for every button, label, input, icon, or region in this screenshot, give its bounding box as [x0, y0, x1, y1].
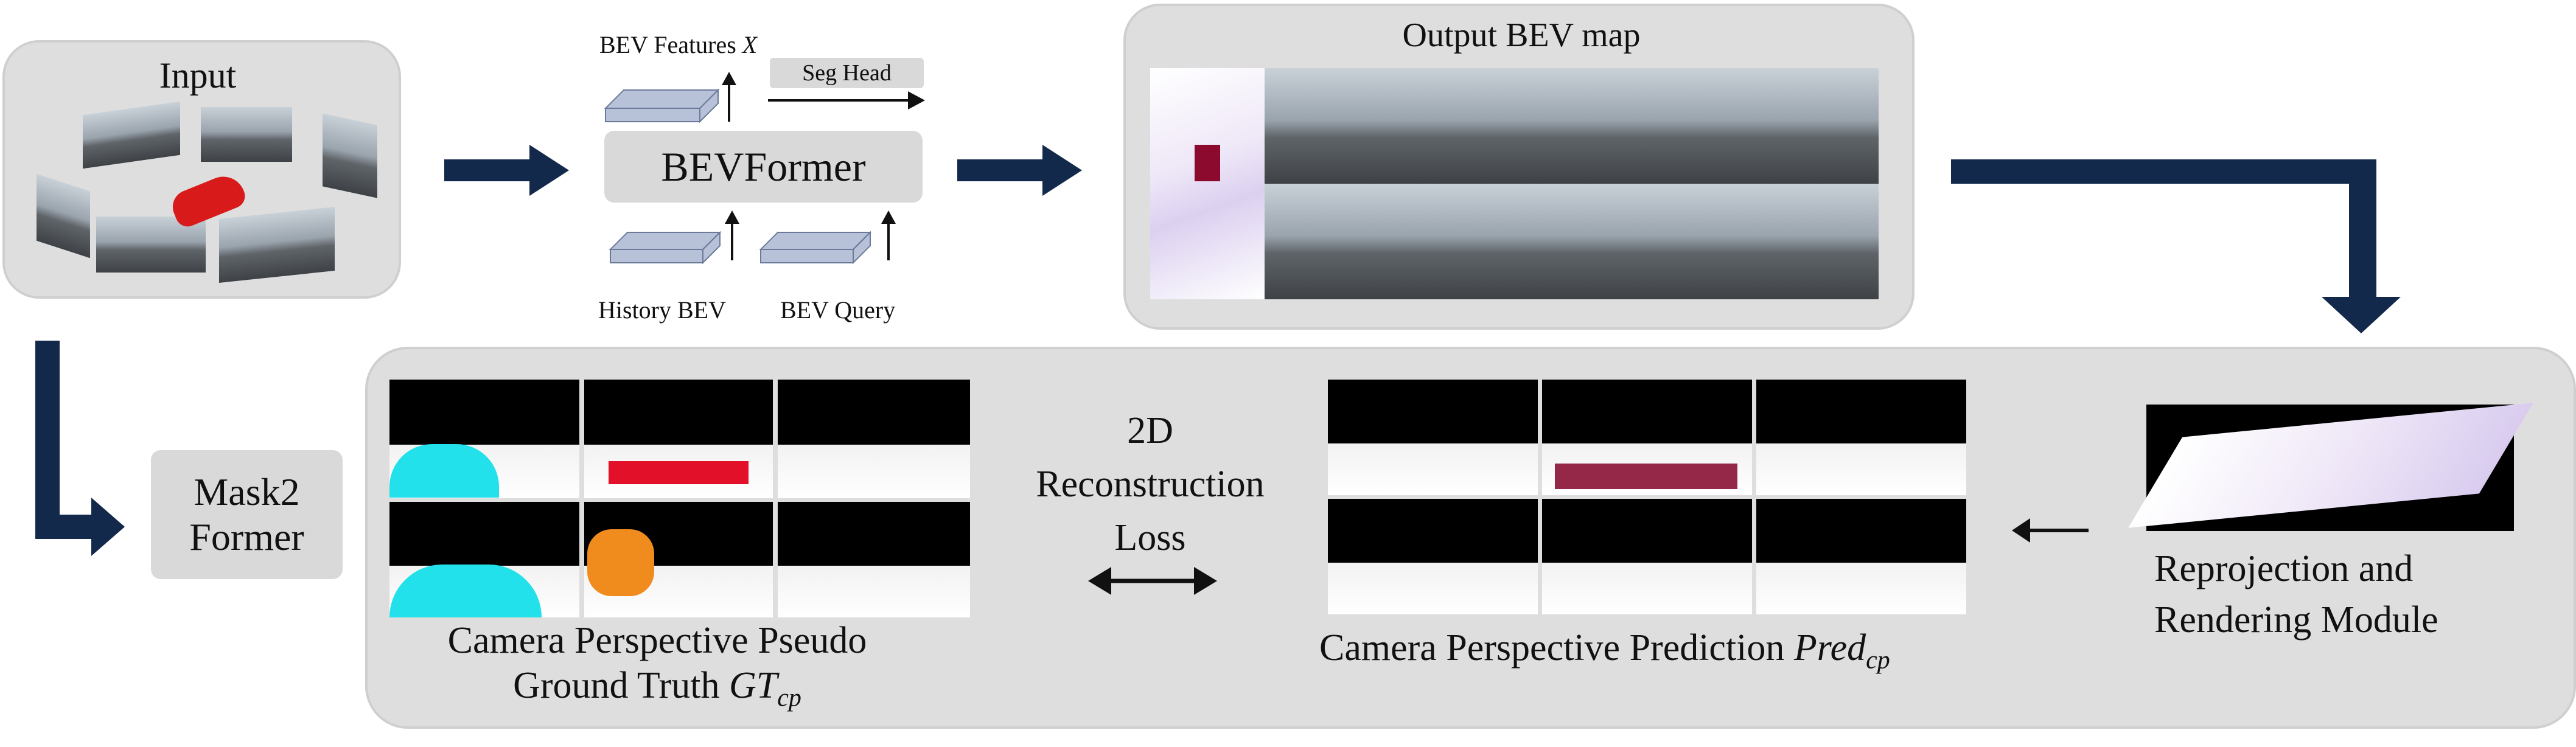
- output-camera-image: [1674, 68, 1879, 184]
- output-camera-image: [1265, 68, 1467, 184]
- history-bev-label: History BEV: [598, 296, 726, 324]
- bev-features-label: BEV Features X: [599, 31, 758, 58]
- output-camera-image: [1467, 68, 1674, 184]
- bev-features-grid-icon: [604, 88, 720, 123]
- gt-segmentation-image: [778, 502, 970, 617]
- pred-rendered-image: [1328, 380, 1538, 495]
- reconstruction-loss-label: 2D Reconstruction Loss: [1036, 410, 1265, 559]
- output-bev-title: Output BEV map: [1402, 16, 1641, 54]
- pred-rendered-image: [1756, 499, 1966, 614]
- arrow-input-to-bevformer: [444, 145, 569, 196]
- bev-segmentation-map: [1150, 68, 1265, 299]
- gt-cyan-object: [389, 565, 542, 617]
- gt-red-road-region: [609, 461, 749, 484]
- bev-map-marker: [1195, 145, 1220, 181]
- history-bev-grid-icon: [609, 231, 722, 265]
- reprojection-label: Reprojection and Rendering Module: [2154, 548, 2438, 641]
- gt-cyan-object: [389, 444, 499, 498]
- bev-query-label: BEV Query: [780, 296, 896, 324]
- pred-red-road-region: [1555, 464, 1737, 489]
- mask2former-box: Mask2 Former: [151, 450, 343, 579]
- input-camera-image: [323, 113, 377, 198]
- pred-rendered-image: [1542, 499, 1752, 614]
- arrow-output-to-reprojection: [1951, 159, 2401, 333]
- pred-caption: Camera Perspective Prediction Predcp: [1319, 627, 1890, 675]
- seg-head-box: Seg Head: [770, 58, 924, 88]
- input-camera-image: [201, 107, 292, 162]
- pred-rendered-image: [1756, 380, 1966, 495]
- arrow-bevformer-to-output: [957, 145, 1082, 196]
- gt-caption: Camera Perspective Pseudo Ground Truth G…: [447, 620, 867, 712]
- input-camera-image: [219, 207, 335, 283]
- output-camera-image: [1467, 184, 1674, 299]
- pred-rendered-image: [1328, 499, 1538, 614]
- bevformer-box: BEVFormer: [604, 131, 923, 203]
- output-camera-image: [1674, 184, 1879, 299]
- arrow-input-to-mask2former: [35, 341, 125, 556]
- output-camera-image: [1265, 184, 1467, 299]
- input-title: Input: [159, 55, 237, 96]
- gt-orange-object: [587, 529, 654, 596]
- bev-query-grid-icon: [759, 231, 872, 265]
- gt-segmentation-image: [778, 380, 970, 498]
